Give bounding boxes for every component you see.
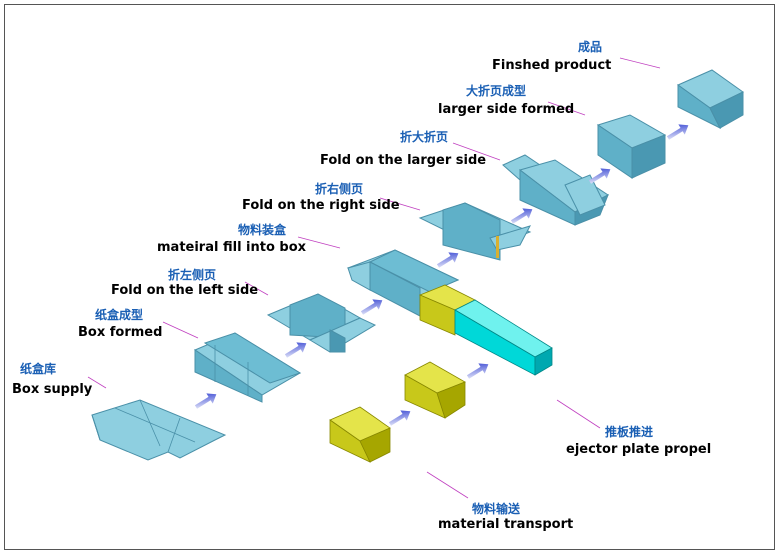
stage-label-zh: 成品 xyxy=(578,40,603,54)
box-right-folded xyxy=(418,202,532,261)
flow-arrows xyxy=(194,124,689,426)
stage-label-zh: 折大折页 xyxy=(400,130,449,144)
leader-line xyxy=(162,321,199,339)
flow-arrow xyxy=(360,299,383,315)
leader-line xyxy=(426,471,469,499)
stage-label-zh: 折右侧页 xyxy=(315,182,364,196)
box-left-folded xyxy=(266,293,377,353)
leader-line xyxy=(87,376,107,389)
stage-label-zh: 纸盒成型 xyxy=(95,308,144,322)
leader-line xyxy=(452,142,501,161)
stage-label-zh: 大折页成型 xyxy=(466,84,527,98)
stage-label-en: Box formed xyxy=(78,325,163,340)
flow-arrow xyxy=(666,124,689,140)
material-in-box xyxy=(418,284,476,336)
stage-label-zh: 折左侧页 xyxy=(168,268,217,282)
box-supply-blank xyxy=(91,399,227,461)
stage-label-zh: 物料装盒 xyxy=(238,223,287,237)
ejector-plate xyxy=(454,299,553,376)
stage-label-en: Fold on the larger side xyxy=(320,153,487,168)
stage-label-en: Box supply xyxy=(12,382,93,397)
material-block-near xyxy=(329,406,391,463)
stage-label-en: Fold on the right side xyxy=(242,198,400,213)
leader-line xyxy=(244,281,269,296)
stage-label-zh: 纸盒库 xyxy=(20,362,57,376)
leader-lines xyxy=(87,57,661,499)
finished-box xyxy=(676,69,744,130)
leader-line xyxy=(297,236,341,249)
stage-label-en: mateiral fill into box xyxy=(157,240,307,255)
stage-label-en: Finshed product xyxy=(492,58,612,73)
flow-arrow xyxy=(510,208,533,224)
flow-arrow xyxy=(388,410,411,426)
flow-arrow xyxy=(436,252,459,268)
transport-label-zh: 物料输送 xyxy=(472,502,521,516)
flow-arrow xyxy=(466,363,489,379)
diagram-frame xyxy=(4,4,775,550)
box-formed xyxy=(193,332,302,403)
leader-line xyxy=(556,399,601,429)
ejector-label-en: ejector plate propel xyxy=(566,442,712,457)
leader-line xyxy=(379,197,421,211)
leader-line xyxy=(547,101,586,116)
leader-line xyxy=(619,57,661,69)
stage-label-en: Fold on the left side xyxy=(111,283,259,298)
stage-label-en: larger side formed xyxy=(438,102,575,117)
flow-arrow xyxy=(588,168,611,184)
box-larger-fold xyxy=(502,154,609,226)
ejector-label-zh: 推板推进 xyxy=(605,425,654,439)
material-block-far xyxy=(404,361,466,419)
transport-label-en: material transport xyxy=(438,517,574,532)
box-filling xyxy=(346,249,460,317)
flow-arrow xyxy=(284,342,307,358)
flow-arrow xyxy=(194,393,217,409)
box-larger-formed xyxy=(596,114,667,179)
